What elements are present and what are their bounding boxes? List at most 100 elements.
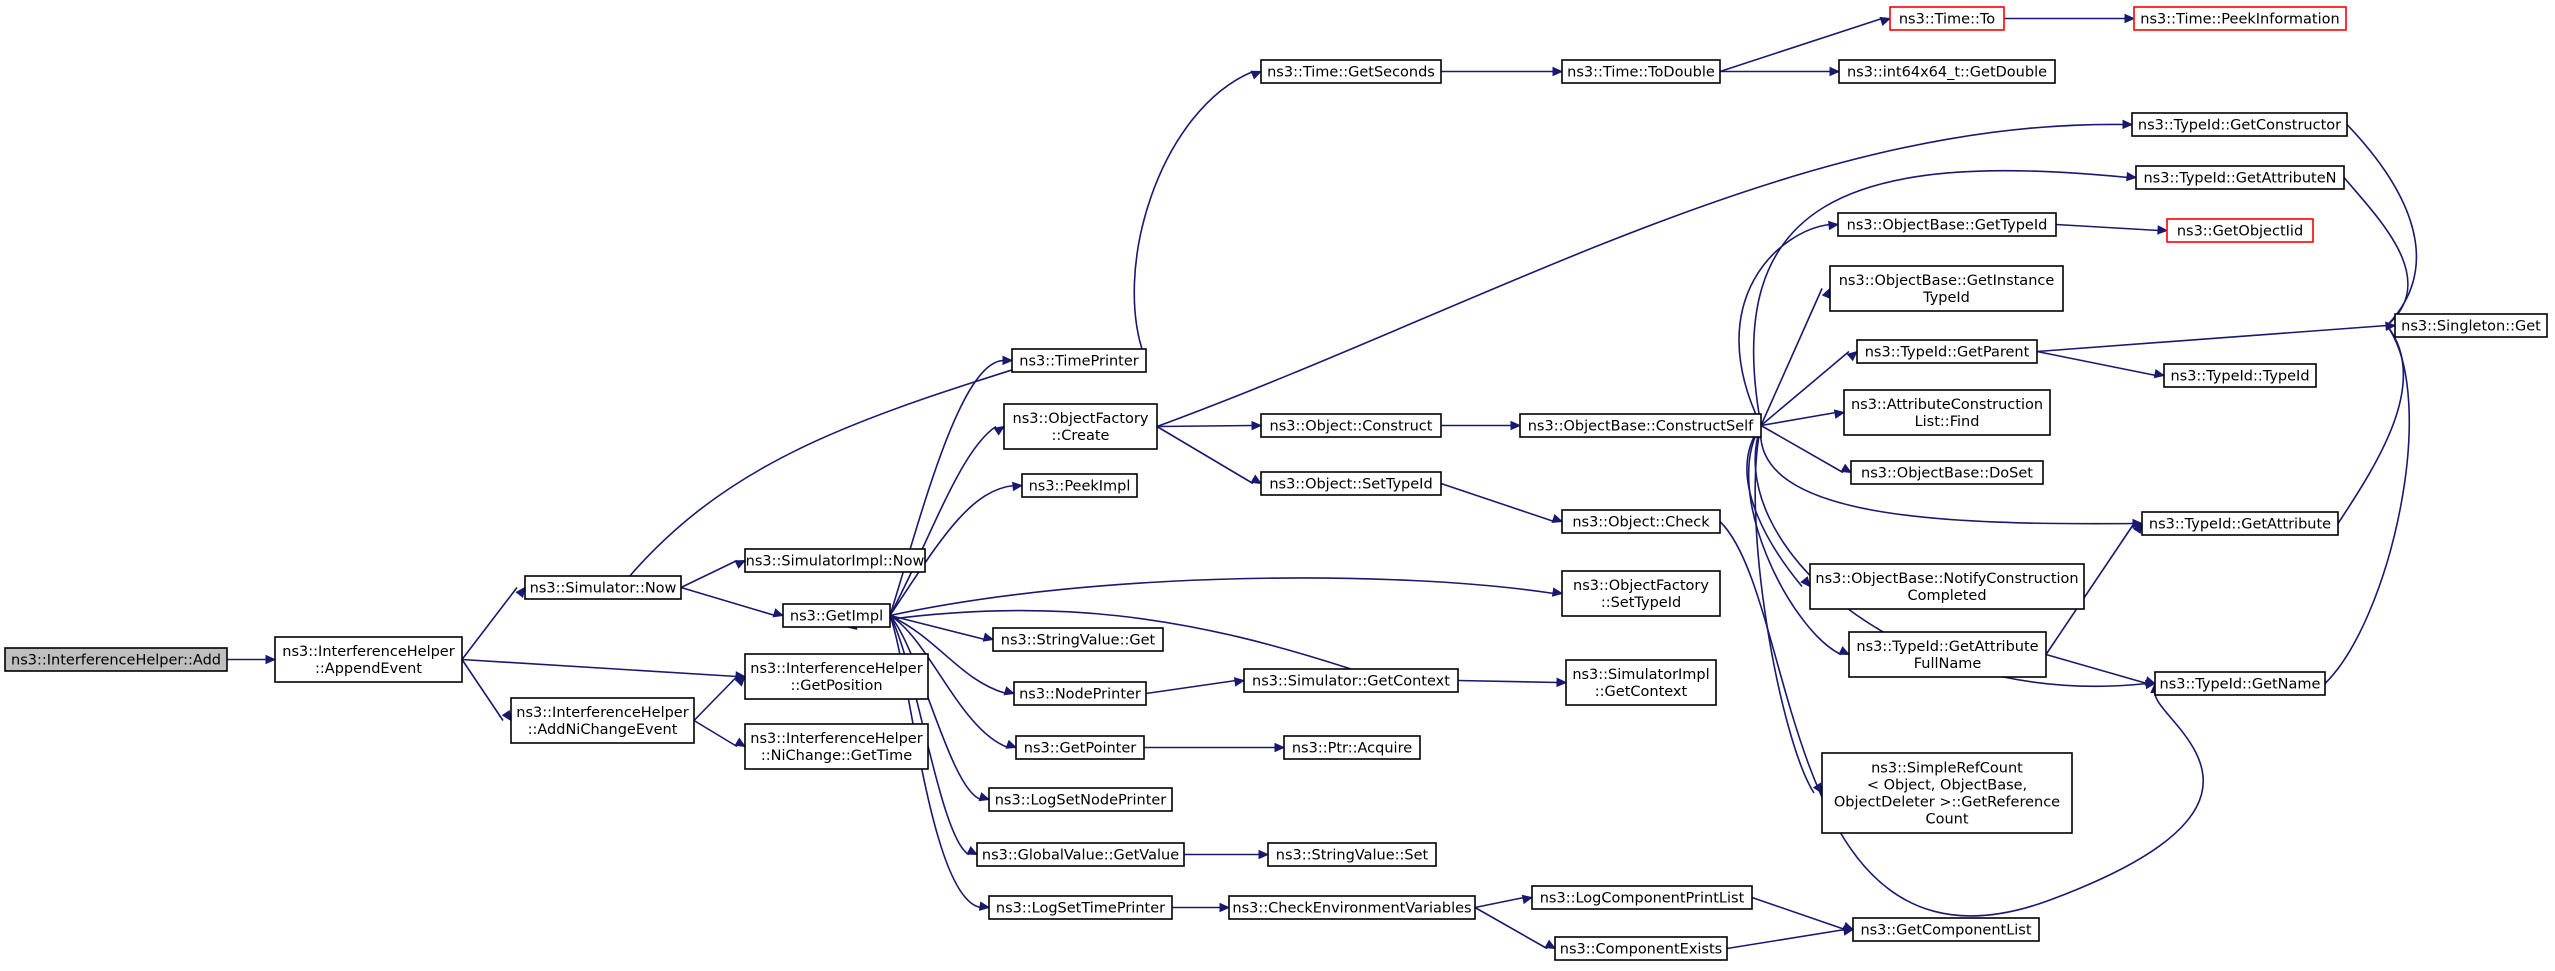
node-box (1260, 471, 1442, 496)
edge-n_timeprinter-to-n_timegetseconds (1133, 70, 1263, 361)
edge-n_objectsettypeid-to-n_objectcheck (1440, 482, 1564, 523)
edge-n_objbasegettypeid-to-n_getobjectiid (2055, 223, 2169, 235)
edge-n_addnichange-to-n_nichangegettime (693, 719, 747, 748)
node-getimpl[interactable]: ns3::GetImpl (782, 603, 891, 628)
node-peekimpl[interactable]: ns3::PeekImpl (1021, 473, 1138, 498)
node-box (1821, 752, 2073, 834)
edge-n_typeidgetattributen-to-n_singletonget (2343, 176, 2409, 327)
node-getobjectiid[interactable]: ns3::GetObjectIid (2166, 218, 2314, 243)
node-globalvaluegetvalue[interactable]: ns3::GlobalValue::GetValue (976, 842, 1185, 867)
function-nodes: ns3::InterferenceHelper::Addns3::Interfe… (4, 6, 2548, 961)
node-nodeprinter[interactable]: ns3::NodePrinter (1013, 681, 1147, 706)
node-appendevent[interactable]: ns3::InterferenceHelper::AppendEvent (274, 636, 463, 683)
node-box (1848, 631, 2047, 678)
node-objectconstruct[interactable]: ns3::Object::Construct (1260, 413, 1442, 438)
node-componentexists[interactable]: ns3::ComponentExists (1554, 936, 1728, 961)
node-label: ns3::SimulatorImpl::Now (746, 554, 925, 570)
node-timeto[interactable]: ns3::Time::To (1889, 6, 2005, 31)
edge-n_globalvaluegetvalue-to-n_stringvalueset (1184, 849, 1270, 860)
node-objectsettypeid[interactable]: ns3::Object::SetTypeId (1260, 471, 1442, 496)
node-getposition[interactable]: ns3::InterferenceHelper::GetPosition (744, 653, 929, 700)
node-typeidgetparent[interactable]: ns3::TypeId::GetParent (1856, 339, 2038, 364)
node-label: ns3::NodePrinter (1019, 687, 1141, 703)
node-box (1228, 895, 1476, 920)
node-label: ns3::int64x64_t::GetDouble (1847, 65, 2047, 81)
node-label: ns3::PeekImpl (1029, 479, 1131, 495)
node-timeprinter[interactable]: ns3::TimePrinter (1011, 348, 1147, 373)
node-box (744, 723, 929, 770)
node-singletonget[interactable]: ns3::Singleton::Get (2394, 313, 2548, 338)
node-label: ns3::CheckEnvironmentVariables (1232, 901, 1471, 917)
node-objbasedoset[interactable]: ns3::ObjectBase::DoSet (1850, 460, 2044, 485)
edge-n_typeidgetparent-to-n_typeidtypeid (2036, 350, 2166, 379)
node-typeidgetname[interactable]: ns3::TypeId::GetName (2154, 671, 2326, 696)
node-nichangegettime[interactable]: ns3::InterferenceHelper::NiChange::GetTi… (744, 723, 929, 770)
edge-n_getimpl-to-n_logsettimeprinter (889, 615, 991, 911)
edge-n_typeidgetattrfullname-to-n_typeidgetname (2045, 653, 2157, 686)
node-stringvalueget[interactable]: ns3::StringValue::Get (992, 627, 1164, 652)
node-box (1003, 403, 1158, 450)
node-label: ::Create (1052, 428, 1110, 444)
node-label: Count (1925, 812, 1968, 828)
node-box (988, 787, 1173, 812)
node-logcompprintlist[interactable]: ns3::LogComponentPrintList (1531, 885, 1753, 910)
node-box (1260, 59, 1442, 84)
node-label: ns3::TypeId::TypeId (2170, 369, 2309, 385)
node-label: ns3::GlobalValue::GetValue (982, 848, 1179, 864)
node-simnow[interactable]: ns3::Simulator::Now (524, 575, 682, 600)
node-label: ::NiChange::GetTime (761, 748, 912, 764)
node-ptracquire[interactable]: ns3::Ptr::Acquire (1283, 735, 1421, 760)
node-getpointer[interactable]: ns3::GetPointer (1015, 735, 1145, 760)
edge-n_simgetcontext-to-n_simimplgetcontext (1457, 677, 1568, 688)
node-label: TypeId (1922, 290, 1970, 306)
node-box (1843, 389, 2051, 436)
node-label: ns3::StringValue::Get (1001, 633, 1156, 649)
node-simimplgetcontext[interactable]: ns3::SimulatorImpl::GetContext (1565, 659, 1717, 706)
node-simgetcontext[interactable]: ns3::Simulator::GetContext (1243, 668, 1459, 693)
node-box (1561, 59, 1721, 84)
edge-n_timetodouble-to-n_int64getdouble (1720, 66, 1841, 77)
node-box (782, 603, 891, 628)
node-objbasegettypeid[interactable]: ns3::ObjectBase::GetTypeId (1837, 212, 2057, 237)
node-logsettimeprinter[interactable]: ns3::LogSetTimePrinter (988, 895, 1173, 920)
node-add[interactable]: ns3::InterferenceHelper::Add (4, 647, 228, 672)
node-timegetseconds[interactable]: ns3::Time::GetSeconds (1260, 59, 1442, 84)
node-typeidgetconstructor[interactable]: ns3::TypeId::GetConstructor (2131, 112, 2348, 137)
node-box (1011, 348, 1147, 373)
edge-n_add-to-n_appendevent (227, 654, 277, 665)
node-box (1838, 59, 2056, 84)
node-objfactorycreate[interactable]: ns3::ObjectFactory::Create (1003, 403, 1158, 450)
node-int64getdouble[interactable]: ns3::int64x64_t::GetDouble (1838, 59, 2056, 84)
node-label: ns3::ObjectFactory (1013, 411, 1149, 427)
node-objbaseconstructself[interactable]: ns3::ObjectBase::ConstructSelf (1519, 413, 1762, 438)
node-logsetnodeprinter[interactable]: ns3::LogSetNodePrinter (988, 787, 1173, 812)
node-objbasenotifyconstruction[interactable]: ns3::ObjectBase::NotifyConstructionCompl… (1809, 563, 2085, 610)
node-box (1015, 735, 1145, 760)
node-getcomponentlist[interactable]: ns3::GetComponentList (1852, 917, 2040, 942)
edge-n_objbaseconstructself-to-n_objbasenotifyconstruction (1746, 425, 1811, 588)
node-typeidtypeid[interactable]: ns3::TypeId::TypeId (2163, 363, 2317, 388)
node-addnichange[interactable]: ns3::InterferenceHelper::AddNiChangeEven… (510, 697, 695, 744)
node-checkenvvars[interactable]: ns3::CheckEnvironmentVariables (1228, 895, 1476, 920)
node-label: ns3::Simulator::GetContext (1252, 674, 1450, 690)
node-timepeekinfo[interactable]: ns3::Time::PeekInformation (2133, 6, 2347, 31)
node-timetodouble[interactable]: ns3::Time::ToDouble (1561, 59, 1721, 84)
node-typeidgetattributen[interactable]: ns3::TypeId::GetAttributeN (2135, 165, 2345, 190)
node-box (1856, 339, 2038, 364)
node-stringvalueset[interactable]: ns3::StringValue::Set (1267, 842, 1437, 867)
node-objectcheck[interactable]: ns3::Object::Check (1561, 509, 1721, 534)
node-box (2135, 165, 2345, 190)
node-box (510, 697, 695, 744)
node-label: ns3::ObjectBase::GetTypeId (1847, 218, 2048, 234)
node-typeidgetattribute[interactable]: ns3::TypeId::GetAttribute (2141, 511, 2339, 536)
node-box (992, 627, 1164, 652)
node-simplerefcount[interactable]: ns3::SimpleRefCount< Object, ObjectBase,… (1821, 752, 2073, 834)
node-simimplnow[interactable]: ns3::SimulatorImpl::Now (744, 548, 926, 573)
edge-n_objbaseconstructself-to-n_objbasegettypeid (1738, 220, 1840, 426)
node-objfactorysettypeid[interactable]: ns3::ObjectFactory::SetTypeId (1561, 570, 1721, 617)
edge-n_getimpl-to-n_nodeprinter (889, 614, 1016, 696)
